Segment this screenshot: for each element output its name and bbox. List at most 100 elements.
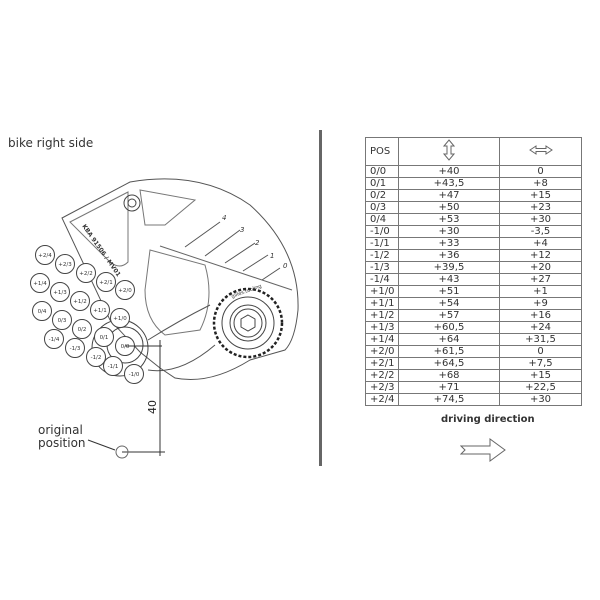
table-row: -1/4+43+27 [365,273,582,286]
table-row: 0/1+43,5+8 [365,177,582,190]
table-row: +2/1+64,5+7,5 [365,357,582,370]
vertical-cell: +51 [398,285,500,298]
pos-cell: -1/0 [365,225,399,238]
horizontal-cell: +15 [499,189,582,202]
left-right-arrow-icon [499,137,582,166]
table-row: -1/0+30-3,5 [365,225,582,238]
horizontal-cell: +31,5 [499,333,582,346]
table-row: -1/1+33+4 [365,237,582,250]
position-circle [55,254,75,274]
horizontal-cell: 0 [499,165,582,178]
horizontal-cell: +15 [499,369,582,382]
pos-cell: +1/2 [365,309,399,322]
vertical-cell: +30 [398,225,500,238]
position-label: -1/2 [91,355,102,361]
pos-cell: -1/2 [365,249,399,262]
position-label: 0/4 [38,309,47,315]
bracket-outline [61,178,299,381]
horizontal-cell: +24 [499,321,582,334]
horizontal-cell: +30 [499,393,582,406]
pos-cell: -1/3 [365,261,399,274]
position-circle [115,280,135,300]
position-label: +1/4 [33,281,47,287]
vertical-cell: +43 [398,273,500,286]
pos-cell: 0/2 [365,189,399,202]
horizontal-cell: +23 [499,201,582,214]
table-row: +1/2+57+16 [365,309,582,322]
driving-direction-label: driving direction [441,414,535,425]
vertical-cell: +71 [398,381,500,394]
position-label: +2/0 [118,288,132,294]
position-label: -1/1 [108,364,119,370]
table-row: +1/0+51+1 [365,285,582,298]
right-arrow-icon [460,438,506,462]
horizontal-cell: +30 [499,213,582,226]
position-label: 0/0 [121,344,130,350]
horizontal-cell: -3,5 [499,225,582,238]
position-circle [65,338,85,358]
position-circle [110,308,130,328]
table-row: +1/1+54+9 [365,297,582,310]
position-label: -1/3 [70,346,81,352]
vertical-cell: +68 [398,369,500,382]
position-circle [52,310,72,330]
vertical-cell: +53 [398,213,500,226]
position-circle [86,347,106,367]
pos-cell: 0/1 [365,177,399,190]
horizontal-cell: +16 [499,309,582,322]
adjuster-pulley [212,287,284,359]
table-row: +1/3+60,5+24 [365,321,582,334]
position-label: 0/2 [78,327,87,333]
position-label: 0/3 [58,318,67,324]
pos-cell: +1/4 [365,333,399,346]
vertical-cell: +57 [398,309,500,322]
vertical-cell: +74,5 [398,393,500,406]
vertical-cell: +47 [398,189,500,202]
header-pos: POS [365,137,399,166]
position-circle [50,282,70,302]
position-circle [76,263,96,283]
scale-ticks [184,221,281,281]
horizontal-cell: 0 [499,345,582,358]
original-position-line2: position [38,436,86,450]
original-position-line1: original [38,423,83,437]
position-label: +2/3 [58,262,72,268]
table-row: +1/4+64+31,5 [365,333,582,346]
position-circle [32,301,52,321]
pos-cell: +1/1 [365,297,399,310]
position-label: -1/4 [49,337,60,343]
horizontal-cell: +9 [499,297,582,310]
pos-cell: +2/2 [365,369,399,382]
position-circle [90,300,110,320]
vertical-cell: +64,5 [398,357,500,370]
vertical-cell: +60,5 [398,321,500,334]
position-circle [124,364,144,384]
scale-label: 1 [270,252,274,260]
view-title: bike right side [8,136,94,150]
pos-cell: +1/0 [365,285,399,298]
position-label: -1/0 [129,372,140,378]
pos-cell: +1/3 [365,321,399,334]
pos-cell: -1/4 [365,273,399,286]
up-down-arrow-icon [398,137,500,166]
table-row: 0/4+53+30 [365,213,582,226]
horizontal-cell: +7,5 [499,357,582,370]
vertical-cell: +43,5 [398,177,500,190]
dimension-line [87,340,165,456]
horizontal-cell: +20 [499,261,582,274]
pos-cell: 0/4 [365,213,399,226]
scale-label: 0 [283,262,288,270]
position-circle [96,272,116,292]
pos-cell: +2/0 [365,345,399,358]
position-circle [72,319,92,339]
horizontal-cell: +1 [499,285,582,298]
position-label: +2/1 [99,280,112,286]
position-label: 0/1 [100,335,109,341]
pos-cell: +2/1 [365,357,399,370]
table-row: -1/3+39,5+20 [365,261,582,274]
table-row: 0/2+47+15 [365,189,582,202]
